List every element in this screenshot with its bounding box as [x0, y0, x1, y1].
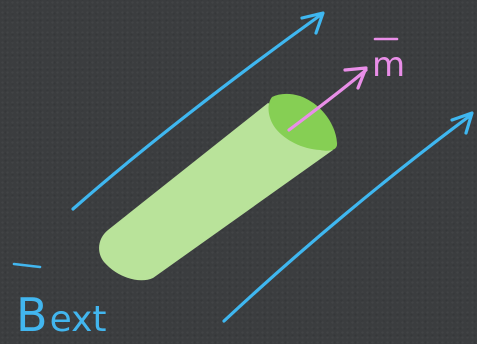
external-field-lines: [71, 11, 474, 323]
m-label: m: [372, 45, 405, 85]
magnetization-arrow: [287, 66, 368, 132]
magnetization-label: m: [372, 37, 405, 85]
rod-end-cap: [268, 93, 338, 151]
b-overbar: [12, 262, 42, 269]
b-label: Bext: [16, 288, 107, 342]
b-label-letter: B: [16, 288, 48, 342]
magnetized-rod: [99, 93, 338, 281]
external-field-label: Bext: [12, 262, 107, 342]
field-line-upper: [71, 11, 325, 211]
rod-body: [99, 103, 333, 281]
field-line-lower: [222, 111, 474, 323]
b-label-subscript: ext: [50, 299, 107, 340]
